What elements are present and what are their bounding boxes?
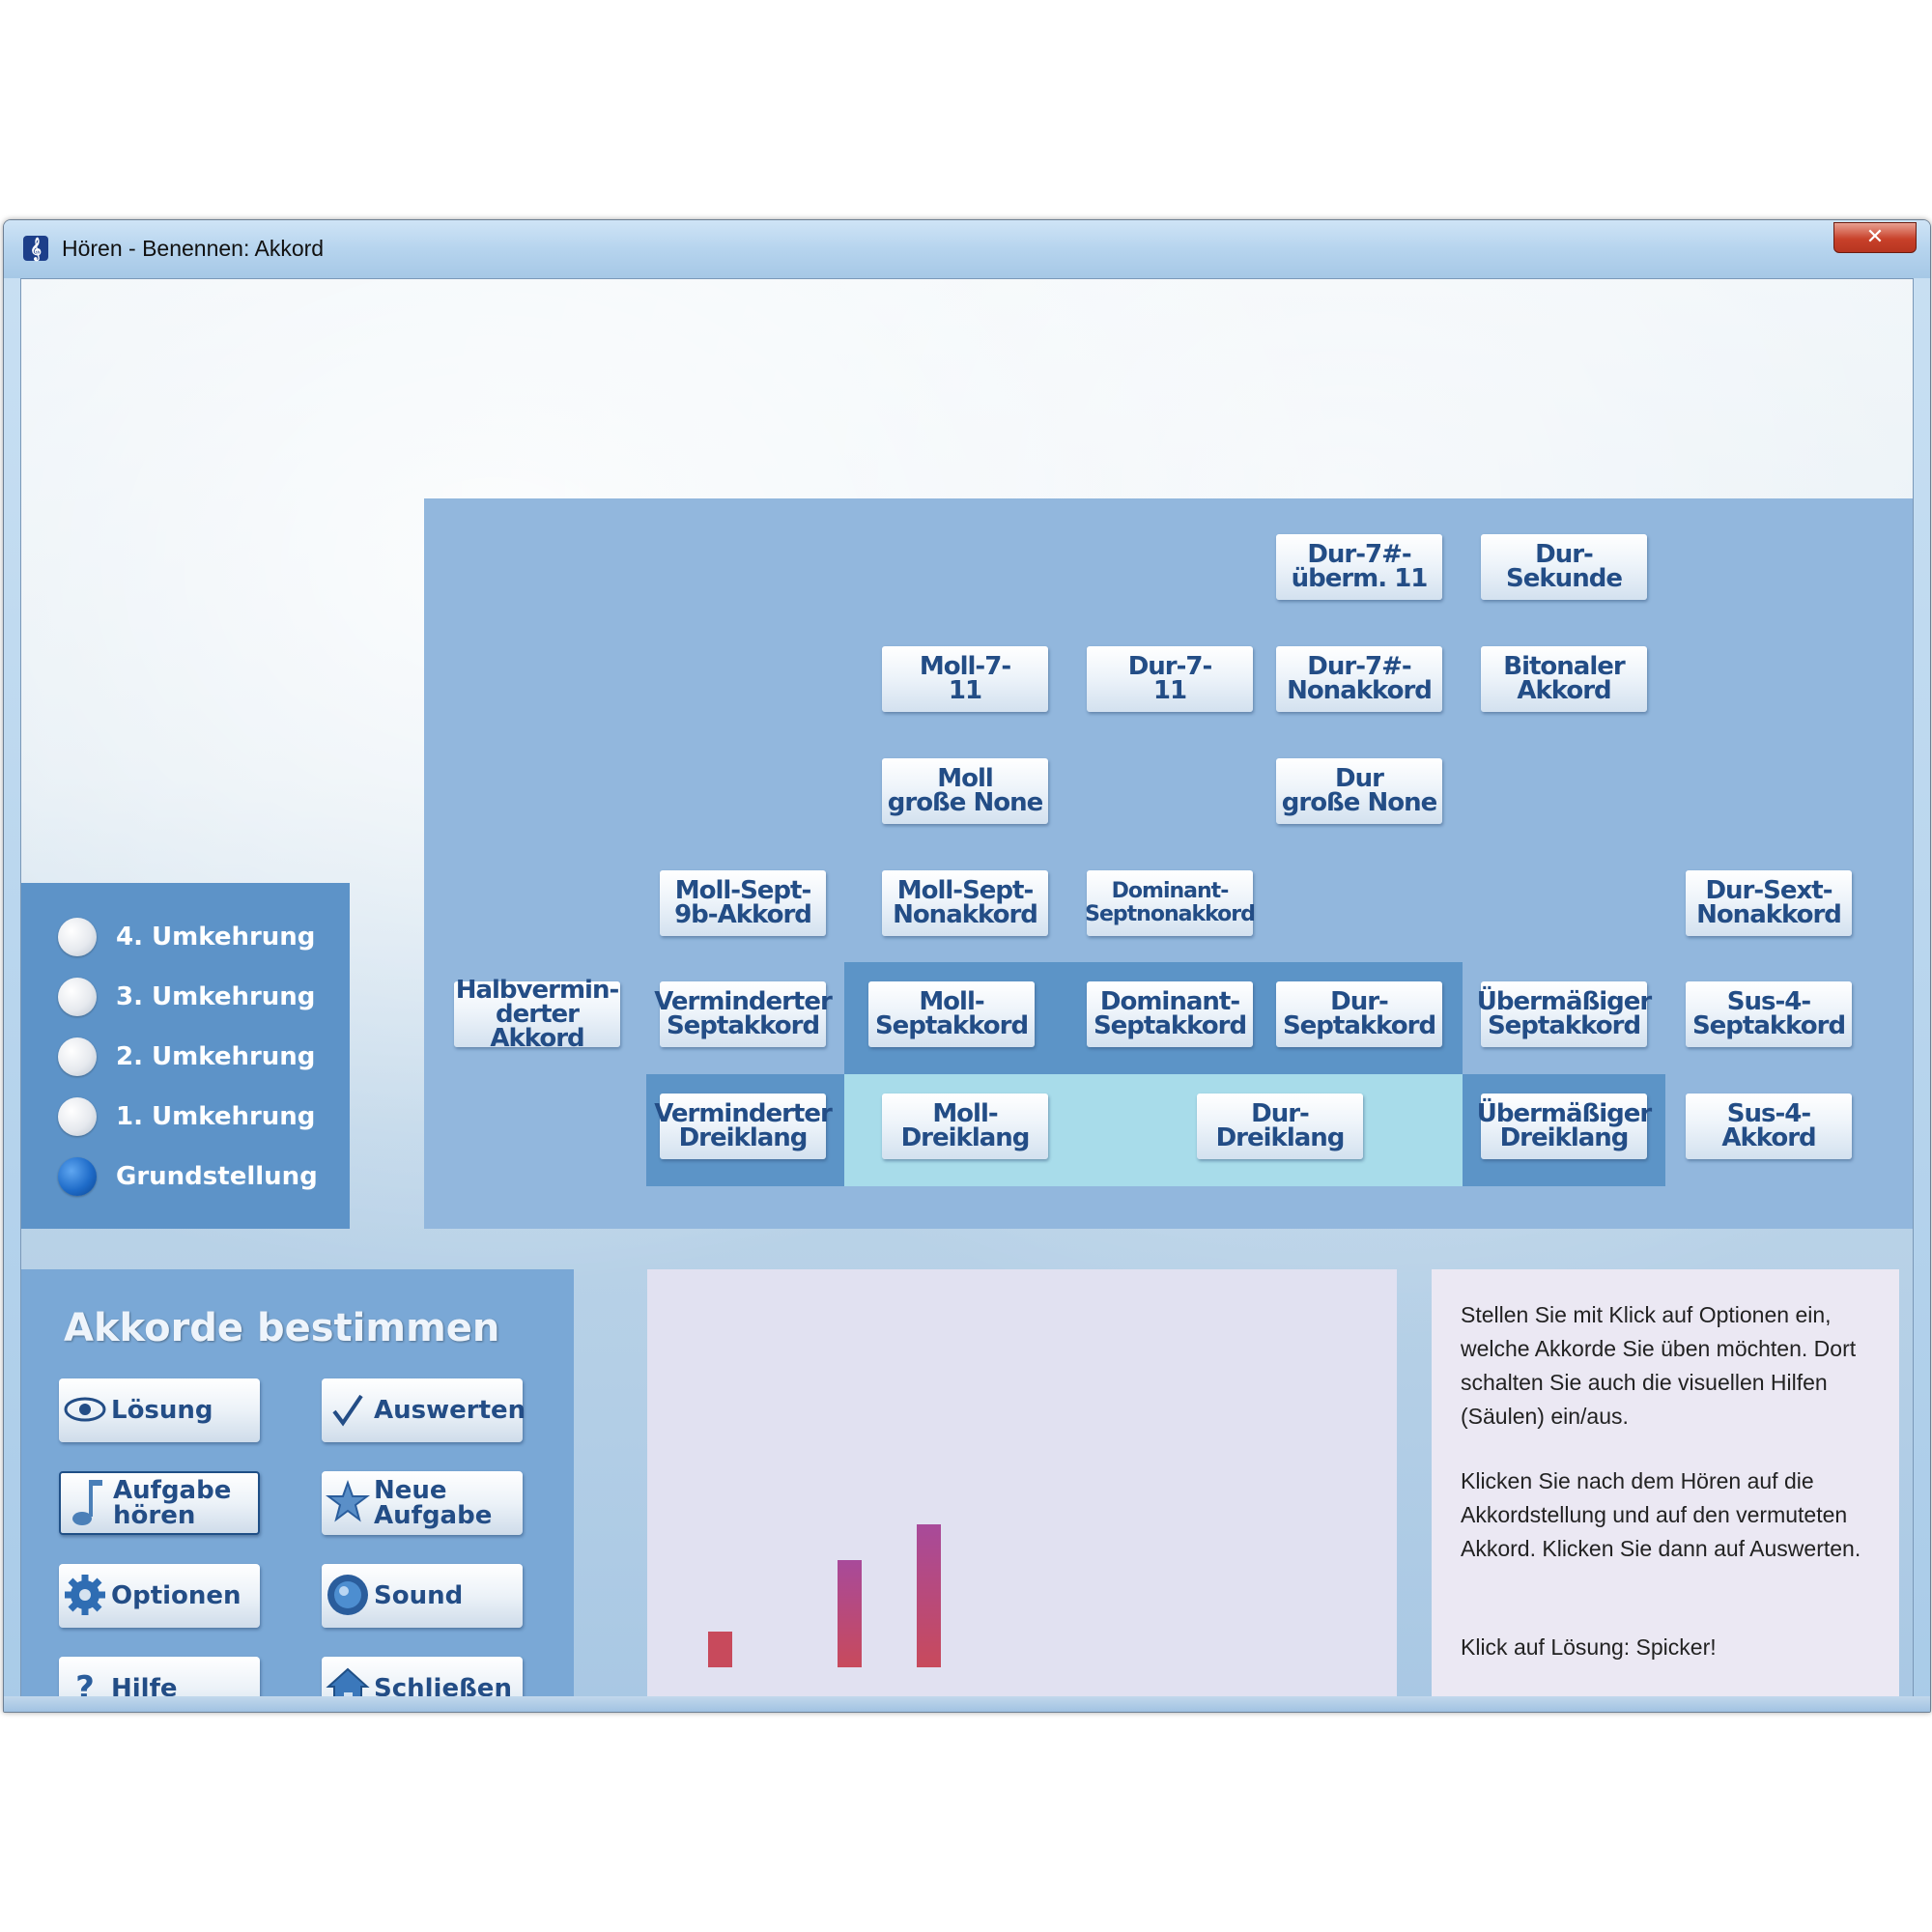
chord-sus-4-septakkord[interactable]: Sus-4- Septakkord — [1686, 981, 1852, 1047]
button-label: Lösung — [111, 1396, 213, 1425]
window-title: Hören - Benennen: Akkord — [62, 236, 325, 261]
chord-bitonaler-akkord[interactable]: Bitonaler Akkord — [1481, 646, 1647, 712]
button-label: Neue Aufgabe — [374, 1476, 493, 1530]
button-label: Aufgabe hören — [113, 1476, 232, 1530]
panel-title: Akkorde bestimmen — [64, 1306, 500, 1350]
inversion-option-grundstellung[interactable]: Grundstellung — [58, 1155, 318, 1198]
neue-aufgabe-button[interactable]: Neue Aufgabe — [322, 1471, 523, 1535]
chord-dur-7-nonakkord[interactable]: Dur-7#- Nonakkord — [1276, 646, 1442, 712]
eye-icon — [59, 1396, 111, 1425]
chord-dur-sekunde[interactable]: Dur- Sekunde — [1481, 534, 1647, 600]
chord-moll-7-11[interactable]: Moll-7- 11 — [882, 646, 1048, 712]
inversion-label: 4. Umkehrung — [116, 923, 316, 952]
instructions-paragraph-2: Klicken Sie nach dem Hören auf die Akkor… — [1461, 1468, 1861, 1561]
radio-button[interactable] — [58, 918, 97, 956]
chord-sus-4-akkord[interactable]: Sus-4- Akkord — [1686, 1094, 1852, 1159]
sound-button[interactable]: Sound — [322, 1564, 523, 1628]
chord-moll-grosse-none[interactable]: Moll große None — [882, 758, 1048, 824]
chord-dominant-septakkord[interactable]: Dominant- Septakkord — [1087, 981, 1253, 1047]
radio-button[interactable] — [58, 1097, 97, 1136]
chord-moll-septakkord[interactable]: Moll- Septakkord — [868, 981, 1035, 1047]
button-label: Auswerten — [374, 1396, 526, 1425]
chart-bar-2 — [838, 1560, 862, 1667]
client-area: Dur-7#- überm. 11 Dur- Sekunde Moll-7- 1… — [20, 278, 1914, 1698]
schliessen-button[interactable]: Schließen — [322, 1657, 523, 1698]
chord-dur-septakkord[interactable]: Dur- Septakkord — [1276, 981, 1442, 1047]
inversion-label: Grundstellung — [116, 1162, 318, 1191]
chord-grid-panel: Dur-7#- überm. 11 Dur- Sekunde Moll-7- 1… — [424, 498, 1913, 1229]
music-note-icon — [61, 1476, 113, 1530]
auswerten-button[interactable]: Auswerten — [322, 1378, 526, 1442]
aufgabe-horen-button[interactable]: Aufgabe hören — [59, 1471, 260, 1535]
hilfe-button[interactable]: ? Hilfe — [59, 1657, 260, 1698]
star-icon — [322, 1480, 374, 1526]
button-label: Sound — [374, 1581, 464, 1610]
control-panel: Akkorde bestimmen Lösung Auswerten Aufga… — [21, 1269, 574, 1697]
inversion-option-3[interactable]: 3. Umkehrung — [58, 976, 315, 1018]
instructions-panel: Stellen Sie mit Klick auf Optionen ein, … — [1432, 1269, 1899, 1697]
window-bottom-border — [4, 1696, 1930, 1712]
chord-ubermassiger-septakkord[interactable]: Übermäßiger Septakkord — [1477, 981, 1652, 1047]
title-bar: 𝄞 Hören - Benennen: Akkord ✕ — [4, 220, 1930, 278]
inversion-label: 1. Umkehrung — [116, 1102, 316, 1131]
house-icon — [322, 1665, 374, 1697]
inversion-option-1[interactable]: 1. Umkehrung — [58, 1095, 315, 1138]
chord-dur-grosse-none[interactable]: Dur große None — [1276, 758, 1442, 824]
chord-moll-sept-9b-akkord[interactable]: Moll-Sept- 9b-Akkord — [660, 870, 826, 936]
chord-dur-dreiklang[interactable]: Dur- Dreiklang — [1197, 1094, 1363, 1159]
button-label: Optionen — [111, 1581, 242, 1610]
instructions-paragraph-3: Klick auf Lösung: Spicker! — [1461, 1634, 1717, 1660]
inversion-label: 3. Umkehrung — [116, 982, 316, 1011]
close-window-button[interactable]: ✕ — [1833, 222, 1917, 253]
speaker-icon — [322, 1572, 374, 1620]
radio-button[interactable] — [58, 1037, 97, 1076]
chart-bar-3 — [917, 1524, 941, 1667]
chord-dur-7-uberm-11[interactable]: Dur-7#- überm. 11 — [1276, 534, 1442, 600]
chart-bar-1 — [708, 1632, 732, 1667]
radio-button-selected[interactable] — [58, 1157, 97, 1196]
gear-icon — [59, 1572, 111, 1620]
inversion-label: 2. Umkehrung — [116, 1042, 316, 1071]
chord-dur-sext-nonakkord[interactable]: Dur-Sext- Nonakkord — [1686, 870, 1852, 936]
button-label: Hilfe — [111, 1674, 178, 1698]
chord-moll-dreiklang[interactable]: Moll- Dreiklang — [882, 1094, 1048, 1159]
button-label: Schließen — [374, 1674, 512, 1698]
chord-halbverminderter-akkord[interactable]: Halbvermin- derter Akkord — [454, 975, 620, 1053]
checkmark-icon — [322, 1390, 374, 1431]
radio-button[interactable] — [58, 978, 97, 1016]
chart-svg — [708, 1524, 941, 1667]
question-icon: ? — [75, 1669, 95, 1698]
chord-ubermassiger-dreiklang[interactable]: Übermäßiger Dreiklang — [1477, 1094, 1652, 1159]
instructions-paragraph-1: Stellen Sie mit Klick auf Optionen ein, … — [1461, 1302, 1857, 1429]
chord-moll-sept-nonakkord[interactable]: Moll-Sept- Nonakkord — [882, 870, 1048, 936]
inversion-option-2[interactable]: 2. Umkehrung — [58, 1036, 315, 1078]
chord-dur-7-11[interactable]: Dur-7- 11 — [1087, 646, 1253, 712]
optionen-button[interactable]: Optionen — [59, 1564, 260, 1628]
inversion-panel: 4. Umkehrung 3. Umkehrung 2. Umkehrung 1… — [21, 883, 350, 1229]
app-window: 𝄞 Hören - Benennen: Akkord ✕ Dur-7#- übe… — [3, 219, 1931, 1713]
inversion-option-4[interactable]: 4. Umkehrung — [58, 916, 315, 958]
chord-verminderter-dreiklang[interactable]: Verminderter Dreiklang — [654, 1094, 833, 1159]
losung-button[interactable]: Lösung — [59, 1378, 260, 1442]
visual-aid-chart — [647, 1269, 1397, 1697]
chord-dominant-septnonakkord[interactable]: Dominant- Septnonakkord — [1085, 870, 1256, 936]
chord-verminderter-septakkord[interactable]: Verminderter Septakkord — [654, 981, 833, 1047]
app-logo-icon: 𝄞 — [23, 236, 48, 261]
